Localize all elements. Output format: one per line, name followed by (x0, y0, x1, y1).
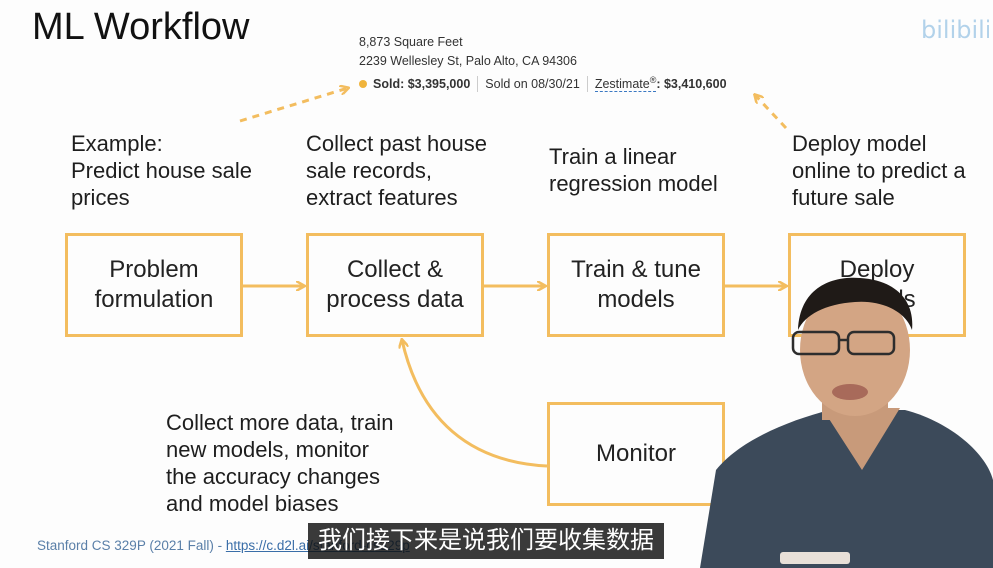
divider (586, 75, 588, 92)
house-listing: 8,873 Square Feet 2239 Wellesley St, Pal… (359, 33, 577, 71)
desc-train: Train a linear regression model (549, 144, 718, 196)
bilibili-logo: bilibili (919, 2, 991, 57)
box-collect-process-data: Collect &process data (306, 233, 484, 337)
listing-sqft: 8,873 Square Feet (359, 35, 463, 49)
video-subtitle: 我们接下来是说我们要收集数据 (308, 523, 664, 559)
slide-title: ML Workflow (32, 6, 250, 48)
listing-address: 2239 Wellesley St, Palo Alto, CA 94306 (359, 54, 577, 68)
desc-collect: Collect past house sale records, extract… (306, 131, 487, 210)
sold-date: Sold on 08/30/21 (485, 76, 580, 91)
divider (477, 75, 479, 92)
desc-monitor: Collect more data, train new models, mon… (166, 410, 394, 516)
sold-dot-icon (359, 79, 367, 88)
zestimate-value: : $3,410,600 (656, 76, 727, 91)
sold-price: Sold: $3,395,000 (373, 76, 471, 91)
listing-sold-row: Sold: $3,395,000 Sold on 08/30/21 Zestim… (359, 75, 727, 93)
box-monitor: Monitor (547, 402, 725, 506)
desc-deploy: Deploy model online to predict a future … (792, 131, 966, 210)
svg-text:bilibili: bilibili (921, 16, 989, 44)
zestimate-link[interactable]: Zestimate® (594, 75, 657, 93)
desc-problem: Example: Predict house sale prices (71, 131, 252, 210)
